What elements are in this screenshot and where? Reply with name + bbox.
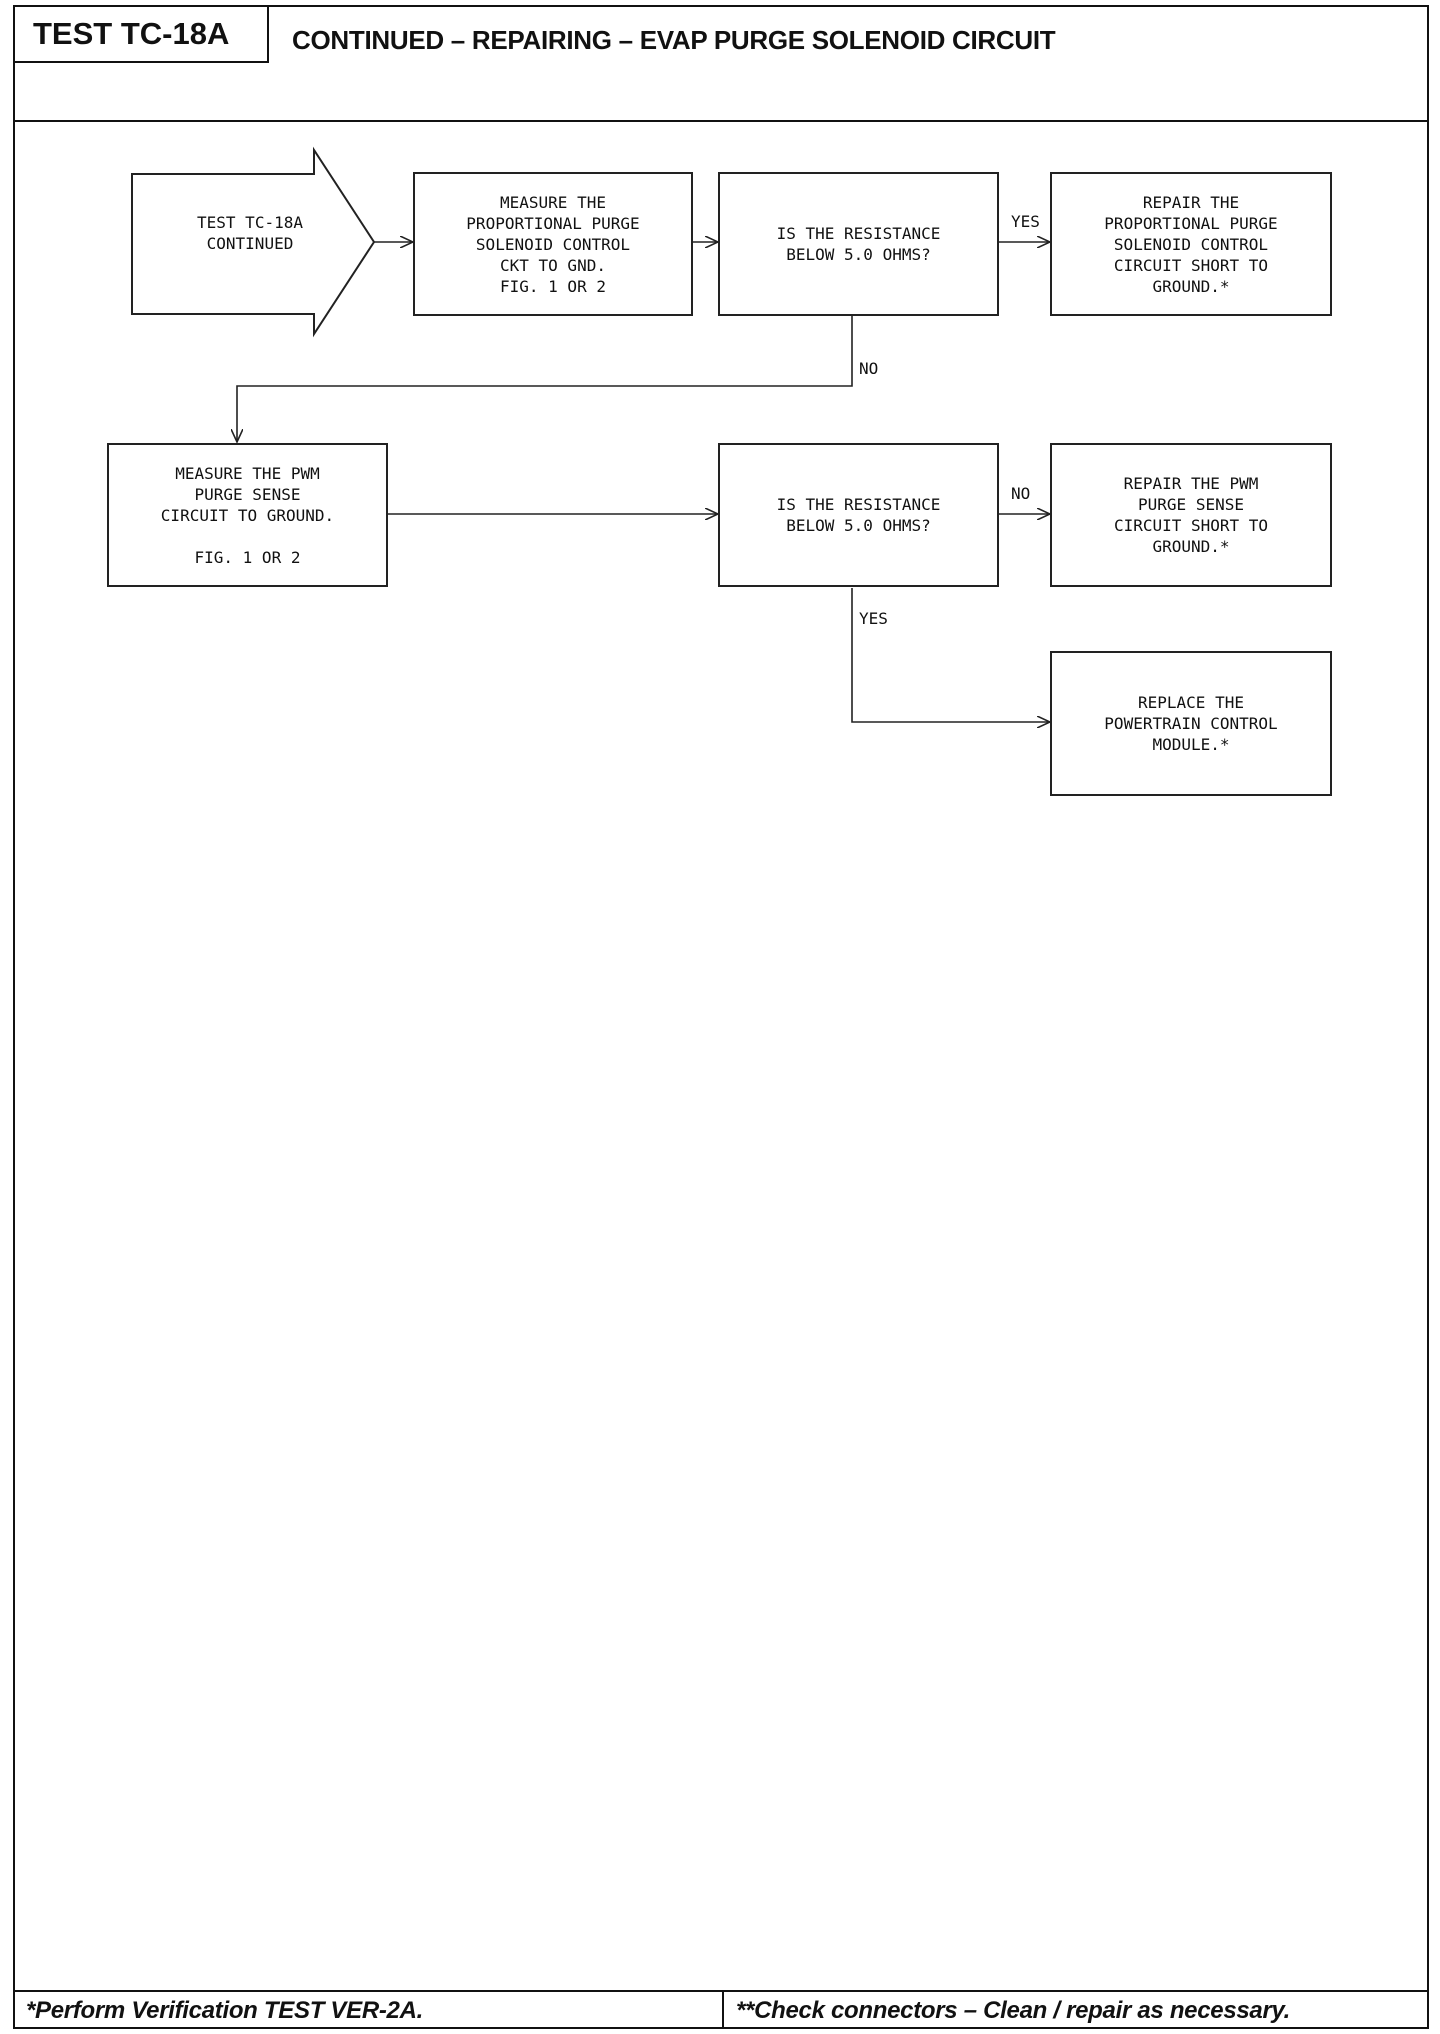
page-frame [13, 5, 1429, 2029]
start-arrow-shape [131, 146, 376, 338]
replace-pcm-text: REPLACE THE POWERTRAIN CONTROL MODULE.* [1104, 693, 1278, 754]
repair-proportional-text: REPAIR THE PROPORTIONAL PURGE SOLENOID C… [1104, 192, 1278, 296]
repair-pwm-box: REPAIR THE PWM PURGE SENSE CIRCUIT SHORT… [1050, 443, 1332, 587]
measure-pwm-text: MEASURE THE PWM PURGE SENSE CIRCUIT TO G… [160, 463, 335, 567]
page-title: CONTINUED – REPAIRING – EVAP PURGE SOLEN… [292, 25, 1056, 55]
start-label: TEST TC-18A CONTINUED [197, 213, 303, 253]
replace-pcm-box: REPLACE THE POWERTRAIN CONTROL MODULE.* [1050, 651, 1332, 796]
footer-divider [722, 1990, 724, 2029]
footer-verification-note: *Perform Verification TEST VER-2A. [26, 1997, 424, 2024]
question-1-box: IS THE RESISTANCE BELOW 5.0 OHMS? [718, 172, 999, 316]
repair-proportional-box: REPAIR THE PROPORTIONAL PURGE SOLENOID C… [1050, 172, 1332, 316]
connector-q2-yes [851, 588, 1050, 722]
q1-no-label: NO [859, 359, 879, 378]
repair-pwm-text: REPAIR THE PWM PURGE SENSE CIRCUIT SHORT… [1113, 474, 1269, 556]
q2-yes-label: YES [859, 609, 888, 628]
question-2-box: IS THE RESISTANCE BELOW 5.0 OHMS? [718, 443, 999, 587]
footer-connector-note: **Check connectors – Clean / repair as n… [736, 1997, 1291, 2024]
question-2-text: IS THE RESISTANCE BELOW 5.0 OHMS? [776, 495, 941, 535]
footer-bar [13, 1990, 1429, 2029]
measure-pwm-box: MEASURE THE PWM PURGE SENSE CIRCUIT TO G… [107, 443, 388, 587]
q2-no-label: NO [1011, 484, 1031, 503]
question-1-text: IS THE RESISTANCE BELOW 5.0 OHMS? [776, 224, 941, 264]
measure-proportional-text: MEASURE THE PROPORTIONAL PURGE SOLENOID … [466, 192, 640, 296]
test-id: TEST TC-18A [13, 5, 269, 63]
measure-proportional-box: MEASURE THE PROPORTIONAL PURGE SOLENOID … [413, 172, 693, 316]
header-bar [13, 5, 1429, 122]
q1-yes-label: YES [1011, 212, 1040, 231]
connector-q1-no [237, 316, 853, 442]
